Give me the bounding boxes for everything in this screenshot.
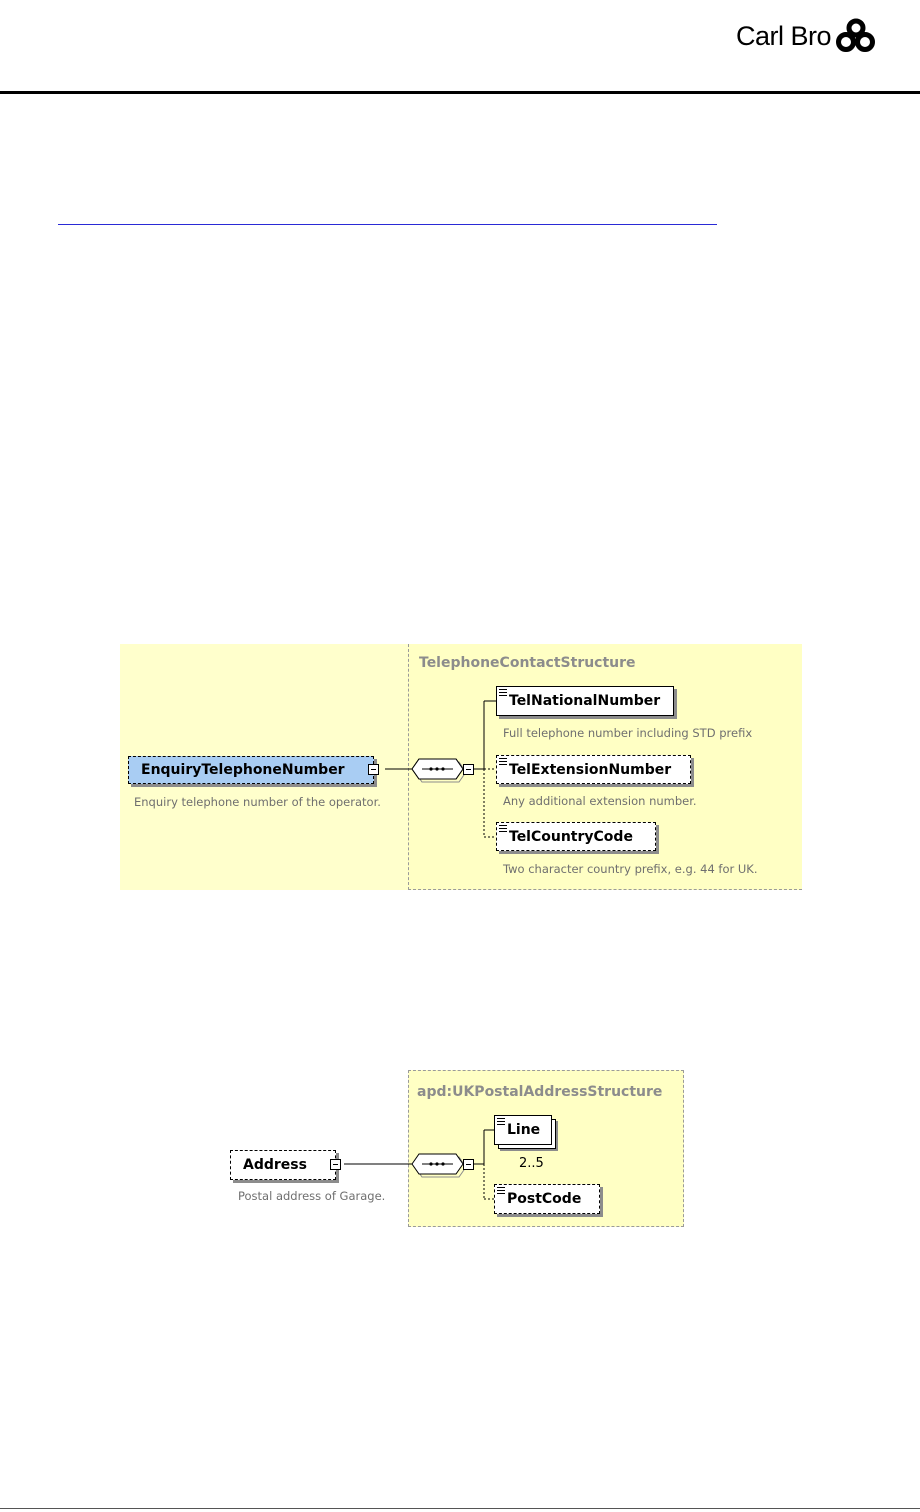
element-name: EnquiryTelephoneNumber	[141, 762, 345, 778]
telephone-schema-diagram: TelephoneContactStructure EnquiryTelepho…	[120, 644, 802, 890]
child-element-post-code[interactable]: PostCode	[494, 1184, 600, 1214]
connector-lines	[344, 1129, 496, 1200]
sequence-collapse-icon[interactable]	[463, 764, 474, 775]
carl-bro-logo: Carl Bro	[736, 16, 877, 56]
element-name: TelCountryCode	[509, 828, 633, 845]
child-element-tel-extension-number[interactable]: TelExtensionNumber	[496, 755, 691, 784]
element-name: TelNationalNumber	[509, 693, 661, 709]
collapse-toggle-icon[interactable]	[330, 1159, 341, 1170]
element-name: TelExtensionNumber	[509, 761, 672, 778]
element-lines-icon	[497, 1187, 505, 1195]
child-element-tel-national-number[interactable]: TelNationalNumber	[496, 686, 674, 716]
logo-mark-icon	[836, 18, 876, 52]
element-description: Two character country prefix, e.g. 44 fo…	[503, 862, 758, 876]
child-element-line[interactable]: Line	[494, 1115, 552, 1145]
child-element-tel-country-code[interactable]: TelCountryCode	[496, 822, 656, 851]
element-description: Full telephone number including STD pref…	[503, 726, 753, 740]
element-name: Address	[243, 1157, 307, 1173]
element-name: PostCode	[507, 1191, 582, 1207]
element-lines-icon	[497, 1118, 505, 1126]
element-description: Enquiry telephone number of the operator…	[134, 795, 381, 809]
structure-title: TelephoneContactStructure	[419, 655, 636, 671]
structure-title: apd:UKPostalAddressStructure	[417, 1084, 663, 1100]
element-lines-icon	[499, 689, 507, 697]
footer-rule	[0, 1508, 920, 1509]
element-description: Postal address of Garage.	[238, 1189, 386, 1203]
element-name: Line	[507, 1122, 541, 1138]
sequence-collapse-icon[interactable]	[463, 1159, 474, 1170]
element-description: Any additional extension number.	[503, 794, 697, 808]
header-rule	[0, 91, 920, 94]
element-lines-icon	[499, 758, 507, 766]
address-schema-diagram: apd:UKPostalAddressStructure Address Pos…	[200, 1070, 686, 1230]
hyperlink-underline[interactable]	[58, 224, 717, 225]
occurrence-label: 2..5	[519, 1156, 544, 1171]
logo-text: Carl Bro	[736, 20, 832, 51]
collapse-toggle-icon[interactable]	[368, 764, 379, 775]
root-element-enquiry-telephone-number[interactable]: EnquiryTelephoneNumber	[128, 756, 374, 784]
root-element-address[interactable]: Address	[230, 1150, 336, 1180]
element-lines-icon	[499, 825, 507, 833]
